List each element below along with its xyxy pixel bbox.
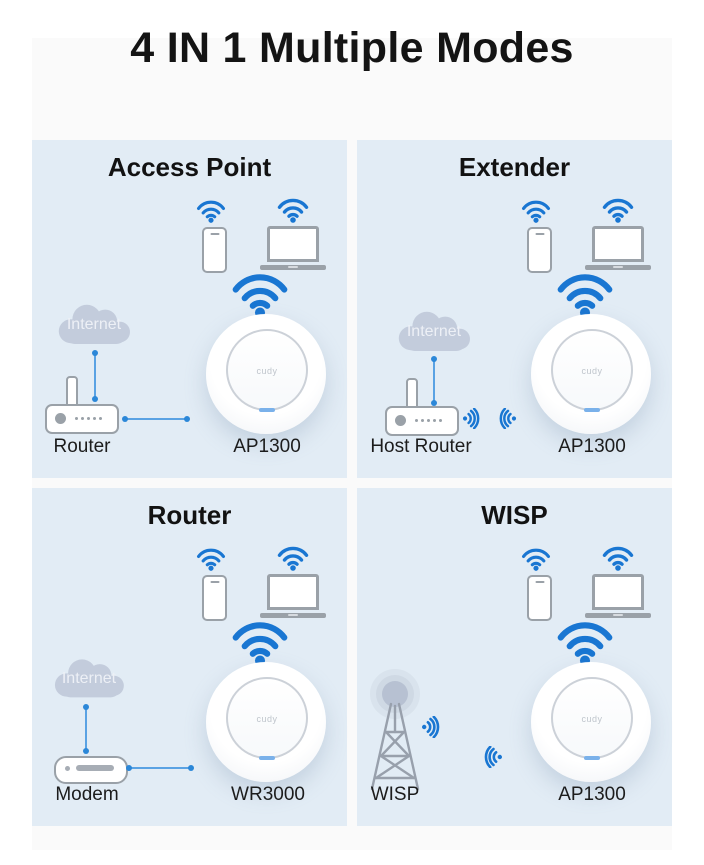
brand-logo: cudy [581,714,603,724]
laptop-base [585,613,651,618]
device-ring: cudy [226,677,308,760]
device-label: AP1300 [558,436,626,457]
laptop-icon [260,226,326,270]
wifi-icon [231,273,289,318]
router-icon [385,378,459,436]
laptop-icon [585,574,651,618]
laptop-screen [592,226,644,262]
wireless-signal-icon [421,716,441,738]
connector-vertical [433,360,435,402]
source-label: Host Router [370,436,472,457]
internet-label: Internet [61,670,117,688]
laptop-screen [267,226,319,262]
device-label: WR3000 [231,784,305,805]
device-led [259,408,275,412]
wifi-icon [277,198,309,223]
laptop-screen [267,574,319,610]
connector-horizontal [126,418,186,420]
device-label: AP1300 [558,784,626,805]
internet-cloud-icon: Internet [54,298,134,350]
device-label: AP1300 [233,436,301,457]
brand-logo: cudy [256,714,278,724]
laptop-screen [592,574,644,610]
connector-vertical [85,708,87,750]
laptop-base [260,265,326,270]
panel-router: Router Internet cudy Modem WR3000 [32,488,347,826]
wifi-icon [277,546,309,571]
source-label: WISP [370,784,420,805]
router-led [55,413,66,424]
device-ring: cudy [226,329,308,412]
wireless-signal-icon [483,746,503,768]
access-point-device: cudy [531,314,651,434]
wifi-icon [521,548,551,571]
source-label: Modem [55,784,119,805]
laptop-icon [260,574,326,618]
smartphone-icon [202,227,227,273]
device-led [584,408,600,412]
panel-access-point: Access Point Internet cudy Router AP1300 [32,140,347,478]
router-ports [415,419,442,422]
device-ring: cudy [551,329,633,412]
panel-title: Extender [458,152,571,182]
panel-title: WISP [481,500,548,530]
device-led [584,756,600,760]
laptop-base [585,265,651,270]
device-led [259,756,275,760]
router-ports [75,417,102,420]
smartphone-icon [527,227,552,273]
wifi-icon [556,273,614,318]
radio-tower-icon [365,668,425,792]
laptop-icon [585,226,651,270]
router-led [395,415,406,426]
laptop-base [260,613,326,618]
panel-title: Router [147,500,232,530]
wifi-icon [556,621,614,666]
internet-cloud-icon: Internet [394,306,474,356]
wifi-icon [602,546,634,571]
panel-wisp: WISP cudy WISP AP1300 [357,488,672,826]
internet-cloud-icon: Internet [48,654,130,702]
modem-vent [76,765,114,771]
page-title: 4 IN 1 Multiple Modes [130,24,574,72]
wifi-icon [602,198,634,223]
source-label: Router [53,436,111,457]
brand-logo: cudy [256,366,278,376]
router-icon [45,376,119,434]
connector-vertical [94,354,96,398]
access-point-device: cudy [531,662,651,782]
wireless-signal-icon [462,408,481,429]
brand-logo: cudy [581,366,603,376]
modem-icon [54,756,128,784]
internet-label: Internet [406,323,462,340]
device-ring: cudy [551,677,633,760]
wireless-signal-icon [498,408,517,429]
panel-extender: Extender Internet cudy Host Router AP130… [357,140,672,478]
wifi-icon [231,621,289,666]
internet-label: Internet [66,315,122,333]
wifi-icon [196,548,226,571]
smartphone-icon [527,575,552,621]
wifi-icon [196,200,226,223]
router-body [385,406,459,436]
access-point-device: cudy [206,662,326,782]
router-body [45,404,119,434]
modem-led [65,766,70,771]
smartphone-icon [202,575,227,621]
wifi-icon [521,200,551,223]
access-point-device: cudy [206,314,326,434]
connector-horizontal [130,767,190,769]
panel-title: Access Point [107,152,272,182]
